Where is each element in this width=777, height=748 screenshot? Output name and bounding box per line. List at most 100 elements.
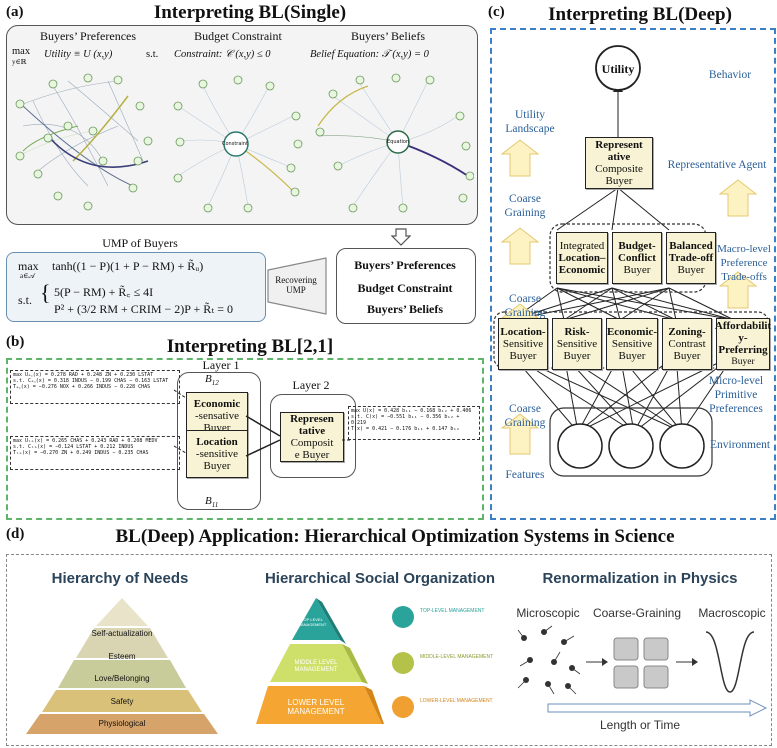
renorm-title: Renormalization in Physics [542, 570, 738, 587]
layer1-label: Layer 1 [202, 358, 240, 372]
network-graphs [15, 73, 474, 213]
needs-level-3: Love/Belonging [94, 674, 150, 683]
down-arrow-icon [391, 228, 411, 246]
result-budget: Budget Constraint [357, 281, 453, 295]
ump-max: max [18, 259, 39, 273]
constraint-center-node [223, 131, 249, 157]
result-box [336, 248, 476, 324]
coarse-graining-label-d: Coarse-Graining [592, 606, 682, 620]
panel-b-label: (b) [6, 334, 25, 350]
macroscopic-label: Macroscopic [698, 606, 766, 620]
needs-level-2: Esteem [108, 652, 136, 661]
ump-objective: tanh((1 − P)(1 + P − RM) + R̃ᵤ) [52, 259, 204, 273]
renormalization-figure [517, 625, 768, 717]
recovering-label: Recovering UMP [275, 275, 317, 295]
eq-box-representative: max U(x) = 0.428 b₁₁ − 0.168 b₁₂ + 0.406… [348, 406, 480, 440]
ump-constraint-2: P² + (3/2 RM + CRIM − 2)P + R̃ₜ = 0 [54, 302, 233, 316]
constraint-center-label: Constraint [222, 141, 248, 147]
feature-node-1 [557, 423, 603, 469]
eq-box-economic: max Uₑ꜀(x) = 0.278 RAD + 0.248 ZN + 0.23… [10, 370, 180, 404]
layer2-box [270, 394, 356, 478]
environment-label: Environment [709, 439, 771, 451]
result-preferences: Buyers’ Preferences [354, 258, 456, 272]
header-budget: Budget Constraint [194, 29, 282, 43]
representative-agent-label: Representative Agent [667, 159, 767, 171]
needs-pyramid [26, 598, 218, 734]
feature-node-2 [608, 423, 654, 469]
social-level-top: TOP-LEVEL MANAGEMENT [420, 608, 485, 614]
panel-a-label: (a) [6, 4, 24, 20]
social-level-lower: LOWER-LEVEL MANAGEMENT [420, 698, 493, 704]
needs-level-1: Self-actualization [91, 629, 153, 638]
recovering-arrow [267, 257, 327, 315]
b11-label: B11 [205, 495, 219, 510]
ump-brace: { [40, 280, 51, 305]
panel-c-label: (c) [488, 4, 505, 20]
max-sub: y∈ℝ [12, 58, 27, 66]
panel-a-title: Interpreting BL(Single) [153, 2, 347, 23]
utility-eq: Utility ≡ U (x,y) [44, 49, 113, 60]
ump-constraint-1: 5(P − RM) + R̃꜀ ≤ 4I [54, 285, 154, 299]
panel-d-label: (d) [6, 526, 25, 542]
social-pyramid [256, 598, 384, 724]
graph-nodes [15, 73, 474, 213]
result-beliefs: Buyers’ Beliefs [366, 302, 444, 316]
panel-b-frame [6, 358, 484, 520]
features-label: Features [505, 469, 545, 481]
needs-level-5: Physiological [98, 719, 146, 728]
eq-box-location: max Uₗₒ(x) = 0.265 CHAS + 0.243 RAD + 0.… [10, 436, 180, 470]
panel-d-frame [6, 554, 772, 746]
panel-b-title: Interpreting BL[2,1] [166, 336, 334, 357]
constraint-eq: Constraint: 𝒞 (x,y) ≤ 0 [174, 49, 271, 60]
utility-node [595, 45, 641, 91]
utility-label: Utility [601, 62, 635, 76]
layer1-box [177, 372, 261, 510]
max-label: max [12, 46, 31, 57]
pyr-lower-label: LOWER LEVEL MANAGEMENT [287, 698, 345, 716]
ump-st: s.t. [18, 293, 33, 307]
belief-eq: Belief Equation: 𝒯 (x,y) = 0 [310, 49, 429, 60]
lower-manager-avatar [392, 696, 414, 718]
b12-label: B12 [205, 373, 219, 388]
microscopic-label: Microscopic [516, 606, 580, 620]
ump-max-sub: a∈𝒜 [20, 272, 35, 280]
social-title: Hierarchical Social Organization [264, 570, 496, 587]
ump-box [6, 252, 266, 322]
pyr-top-label: TOP LEVEL MANAGEMENT [297, 617, 327, 627]
ump-title: UMP of Buyers [102, 236, 178, 250]
behavior-label: Behavior [708, 69, 752, 81]
panel-d-title: BL(Deep) Application: Hierarchical Optim… [115, 526, 675, 547]
preferences-graph-box [6, 25, 478, 225]
needs-level-4: Safety [110, 697, 134, 706]
social-level-middle: MIDDLE-LEVEL MANAGEMENT [420, 654, 494, 660]
top-manager-avatar [392, 606, 414, 628]
panel-b-connectors [173, 389, 350, 457]
equation-center-label: Equation [387, 139, 410, 145]
pyr-middle-label: MIDDLE LEVEL MANAGEMENT [294, 660, 338, 673]
layer2-label: Layer 2 [292, 378, 330, 392]
panel-c-title: Interpreting BL(Deep) [548, 4, 732, 25]
equation-center-node [386, 130, 410, 154]
st-label: s.t. [146, 49, 159, 60]
needs-title: Hierarchy of Needs [51, 570, 189, 587]
header-preferences: Buyers’ Preferences [39, 29, 137, 43]
header-beliefs: Buyers’ Beliefs [350, 29, 426, 43]
panel-c-frame [490, 28, 776, 520]
graph-preferences [17, 80, 149, 187]
